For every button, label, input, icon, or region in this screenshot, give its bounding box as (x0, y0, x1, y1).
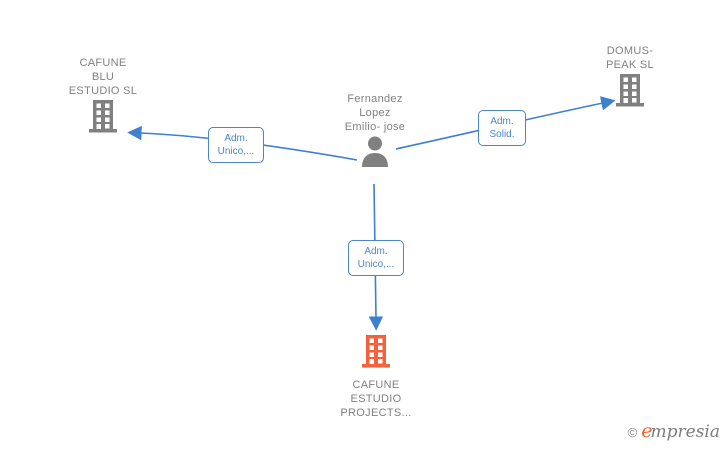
brand-wordmark: empresia (641, 422, 720, 442)
node-fernandez-lopez-emilio-jose[interactable]: Fernandez Lopez Emilio- jose (310, 92, 440, 173)
empresia-watermark: © empresia (628, 422, 720, 442)
node-label-fernandez-lopez-emilio-jose: Fernandez Lopez Emilio- jose (344, 93, 406, 133)
company-building-icon[interactable] (38, 98, 168, 139)
company-building-icon[interactable] (311, 333, 441, 374)
edge-label-domus-peak[interactable]: Adm. Solid. (478, 110, 526, 146)
node-cafune-blu-estudio[interactable]: CAFUNE BLU ESTUDIO SL (38, 56, 168, 139)
person-icon[interactable] (310, 134, 440, 173)
node-label-cafune-estudio-projects: CAFUNE ESTUDIO PROJECTS... (340, 379, 412, 419)
copyright-symbol: © (627, 424, 638, 440)
node-cafune-estudio-projects[interactable]: CAFUNE ESTUDIO PROJECTS... (311, 333, 441, 420)
node-label-domus-peak: DOMUS- PEAK SL (606, 45, 654, 71)
edge-label-cafune-estudio-projects[interactable]: Adm. Unico,... (348, 240, 404, 276)
node-domus-peak[interactable]: DOMUS- PEAK SL (565, 44, 695, 113)
edge-label-cafune-blu[interactable]: Adm. Unico,... (208, 127, 264, 163)
company-building-icon[interactable] (565, 72, 695, 113)
brand-rest: mpresia (650, 422, 721, 442)
node-label-cafune-blu-estudio: CAFUNE BLU ESTUDIO SL (68, 57, 138, 97)
brand-initial: e (641, 420, 653, 442)
